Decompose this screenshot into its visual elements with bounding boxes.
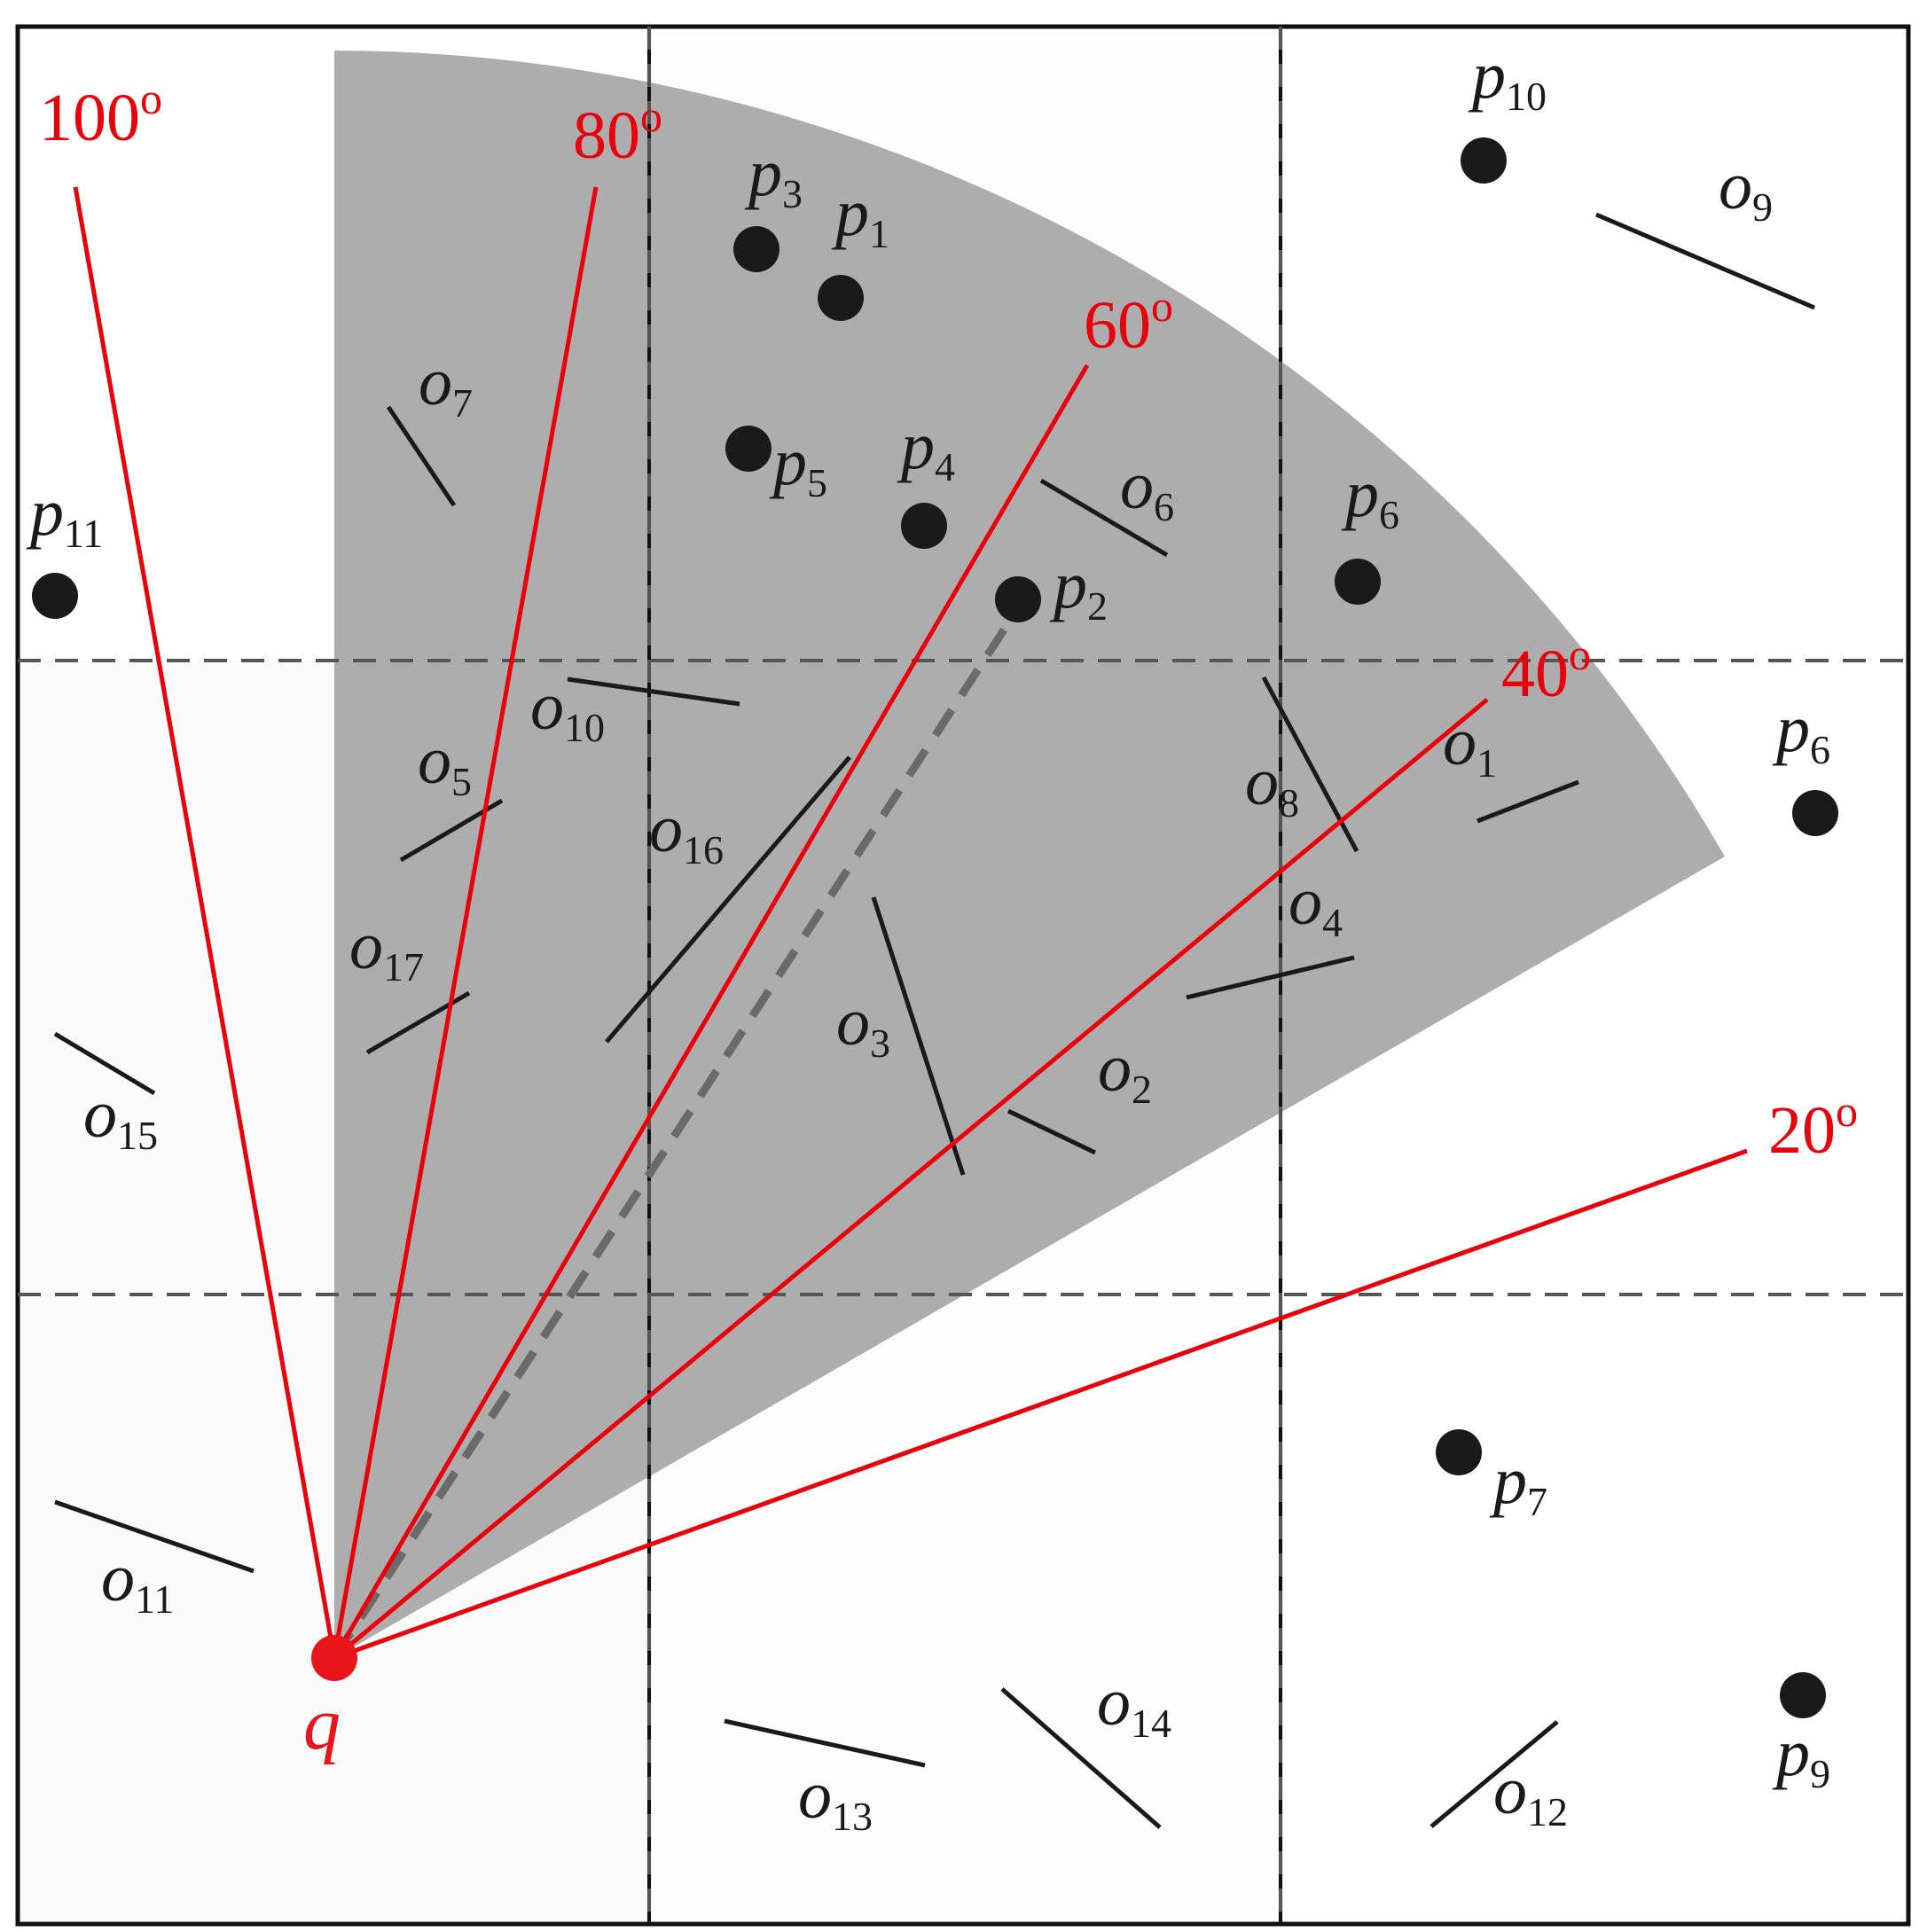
query-point (311, 1635, 357, 1681)
obstacle-o12 (1430, 1720, 1559, 1828)
label-o13: o13 (798, 1758, 873, 1839)
label-o14: o14 (1097, 1665, 1171, 1746)
label-p1: p1 (831, 176, 889, 256)
obstacle-o10 (567, 677, 740, 707)
point-p9 (1780, 1672, 1826, 1718)
obstacle-o9 (1595, 212, 1815, 310)
angle-label-60: 60o (1084, 281, 1173, 363)
label-o15: o15 (83, 1077, 158, 1158)
label-p5: p5 (769, 425, 827, 505)
ray-60 (332, 364, 1090, 1660)
ray-40 (333, 698, 1489, 1660)
ray-80 (332, 186, 599, 1659)
point-p5 (725, 426, 772, 472)
label-o2: o2 (1098, 1031, 1152, 1112)
point-p2 (995, 576, 1041, 622)
angle-label-40: 40o (1501, 630, 1591, 711)
angle-label-80: 80o (573, 91, 662, 173)
angle-labels: 100o 80o 60o 40o 20o (39, 74, 1858, 1168)
label-o10: o10 (530, 669, 605, 750)
obstacle-o7 (386, 405, 457, 507)
label-o6: o6 (1120, 449, 1174, 529)
ray-20 (333, 1148, 1748, 1661)
point-p10 (1461, 137, 1507, 184)
path-q-to-p2 (331, 626, 1008, 1661)
obstacle-o3 (871, 896, 966, 1176)
label-o16: o16 (649, 792, 724, 872)
label-p11: p11 (26, 475, 103, 556)
label-o8: o8 (1245, 745, 1299, 825)
label-p4: p4 (897, 409, 955, 489)
label-o1: o1 (1443, 705, 1497, 786)
obstacle-o2 (1007, 1108, 1097, 1155)
label-p6a: p6 (1341, 457, 1399, 537)
obstacle-o6 (1039, 478, 1169, 558)
obstacle-labels: o1 o2 o3 o4 o5 o6 o7 o8 o9 o10 o11 o12 o… (83, 149, 1773, 1839)
point-p4 (901, 503, 947, 549)
angle-rays (73, 186, 1748, 1661)
label-p10: p10 (1468, 38, 1547, 119)
label-o4: o4 (1289, 864, 1343, 945)
label-o9: o9 (1719, 149, 1773, 230)
label-o12: o12 (1493, 1754, 1568, 1834)
point-p11 (32, 573, 78, 619)
angle-label-20: 20o (1768, 1086, 1858, 1168)
label-p9: p9 (1772, 1716, 1830, 1796)
obstacle-o16 (605, 755, 851, 1044)
search-sector (334, 51, 1725, 1658)
point-p6a (1335, 559, 1381, 605)
label-p7: p7 (1489, 1443, 1547, 1524)
label-p6b: p6 (1772, 692, 1830, 772)
label-p3: p3 (744, 136, 803, 216)
label-o7: o7 (419, 345, 473, 426)
point-p3 (733, 226, 779, 272)
point-p1 (818, 275, 864, 321)
data-points (32, 137, 1838, 1718)
obstacle-o4 (1186, 955, 1355, 1000)
point-labels: p1 p2 p3 p4 p5 p6 p6 p7 p9 p10 p11 (26, 38, 1830, 1796)
label-o3: o3 (836, 985, 890, 1066)
query-label: q (303, 1683, 341, 1765)
label-o11: o11 (101, 1541, 174, 1622)
obstacle-o1 (1477, 779, 1579, 824)
label-o5: o5 (418, 724, 472, 804)
label-o17: o17 (349, 909, 424, 989)
obstacle-segments (53, 212, 1815, 1829)
ray-100 (73, 186, 337, 1659)
obstacle-o11 (54, 1499, 255, 1574)
label-p2: p2 (1049, 548, 1108, 629)
obstacle-o14 (1000, 1687, 1162, 1829)
obstacle-o15 (53, 1031, 156, 1096)
point-p7 (1436, 1429, 1482, 1475)
point-p6b (1792, 790, 1838, 836)
obstacle-o13 (724, 1718, 926, 1768)
angle-label-100: 100o (39, 74, 162, 155)
